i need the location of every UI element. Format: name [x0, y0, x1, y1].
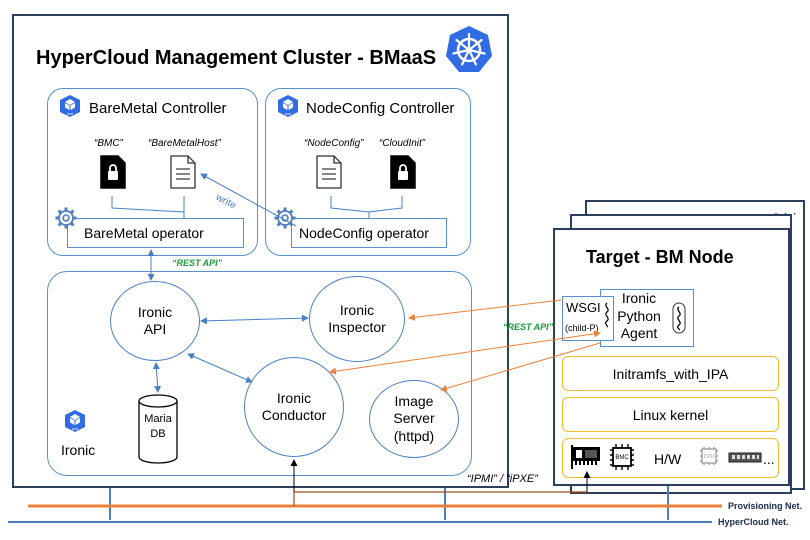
- baremetal-operator-label: BareMetal operator: [84, 225, 204, 241]
- kubernetes-wheel-icon: [444, 24, 494, 74]
- document-icon: [315, 154, 343, 195]
- wsgi-title: WSGI: [566, 300, 601, 315]
- ironic-conductor-node: Ironic Conductor: [244, 357, 344, 457]
- memory-module-icon: [728, 451, 762, 470]
- doc-label-nodeconfig: “NodeConfig”: [304, 138, 364, 149]
- svg-text:BMC: BMC: [615, 455, 629, 461]
- svg-text:pod: pod: [67, 112, 73, 116]
- doc-label-baremetalhost: “BareMetalHost”: [148, 138, 221, 149]
- nodeconfig-controller-title: NodeConfig Controller: [306, 100, 455, 117]
- cpu-chip-icon: CPU: [697, 444, 721, 473]
- baremetal-operator-box: [67, 218, 244, 248]
- svg-text:pod: pod: [285, 112, 291, 116]
- pod-icon: pod: [58, 94, 82, 118]
- rest-api-label: “REST API”: [503, 322, 554, 332]
- nodeconfig-operator-box: [291, 218, 447, 248]
- pod-icon: pod: [63, 409, 87, 433]
- process-squiggle-icon: [602, 301, 612, 334]
- hw-label: H/W: [654, 451, 682, 467]
- gear-icon: [273, 206, 297, 235]
- hypercloud-net-label: HyperCloud Net.: [718, 517, 789, 527]
- ipa-label: Ironic Python Agent: [617, 290, 661, 341]
- mariadb-label: Maria DB: [144, 413, 172, 440]
- linux-kernel-layer: Linux kernel: [562, 397, 779, 432]
- image-server-node: Image Server (httpd): [369, 380, 459, 458]
- database-icon: [137, 393, 179, 470]
- svg-text:CPU: CPU: [704, 454, 715, 460]
- nodeconfig-operator-label: NodeConfig operator: [299, 225, 429, 241]
- target-title: Target - BM Node: [586, 247, 734, 267]
- locked-document-icon: [389, 154, 417, 195]
- pod-icon: pod: [276, 94, 300, 118]
- provisioning-net-label: Provisioning Net.: [728, 501, 803, 511]
- gear-icon: [54, 206, 78, 235]
- ironic-api-node: Ironic API: [110, 281, 200, 361]
- svg-text:pod: pod: [72, 427, 78, 431]
- network-card-icon: [571, 444, 603, 475]
- baremetal-controller-title: BareMetal Controller: [89, 100, 227, 117]
- hw-more: ...: [763, 451, 775, 467]
- locked-document-icon: [99, 154, 127, 195]
- rest-api-label: “REST API”: [172, 258, 223, 268]
- process-squiggle-icon: [672, 302, 686, 339]
- ironic-title: Ironic: [61, 442, 96, 458]
- ipmi-ipxe-label: “IPMI” / “iPXE”: [467, 473, 538, 485]
- document-icon: [169, 154, 197, 195]
- cluster-title: HyperCloud Management Cluster - BMaaS: [36, 47, 437, 69]
- bmc-chip-icon: BMC: [606, 442, 638, 477]
- doc-label-cloudinit: “CloudInit”: [379, 138, 426, 149]
- wsgi-sub: (child-P): [565, 323, 599, 333]
- doc-label-bmc: “BMC”: [94, 138, 123, 149]
